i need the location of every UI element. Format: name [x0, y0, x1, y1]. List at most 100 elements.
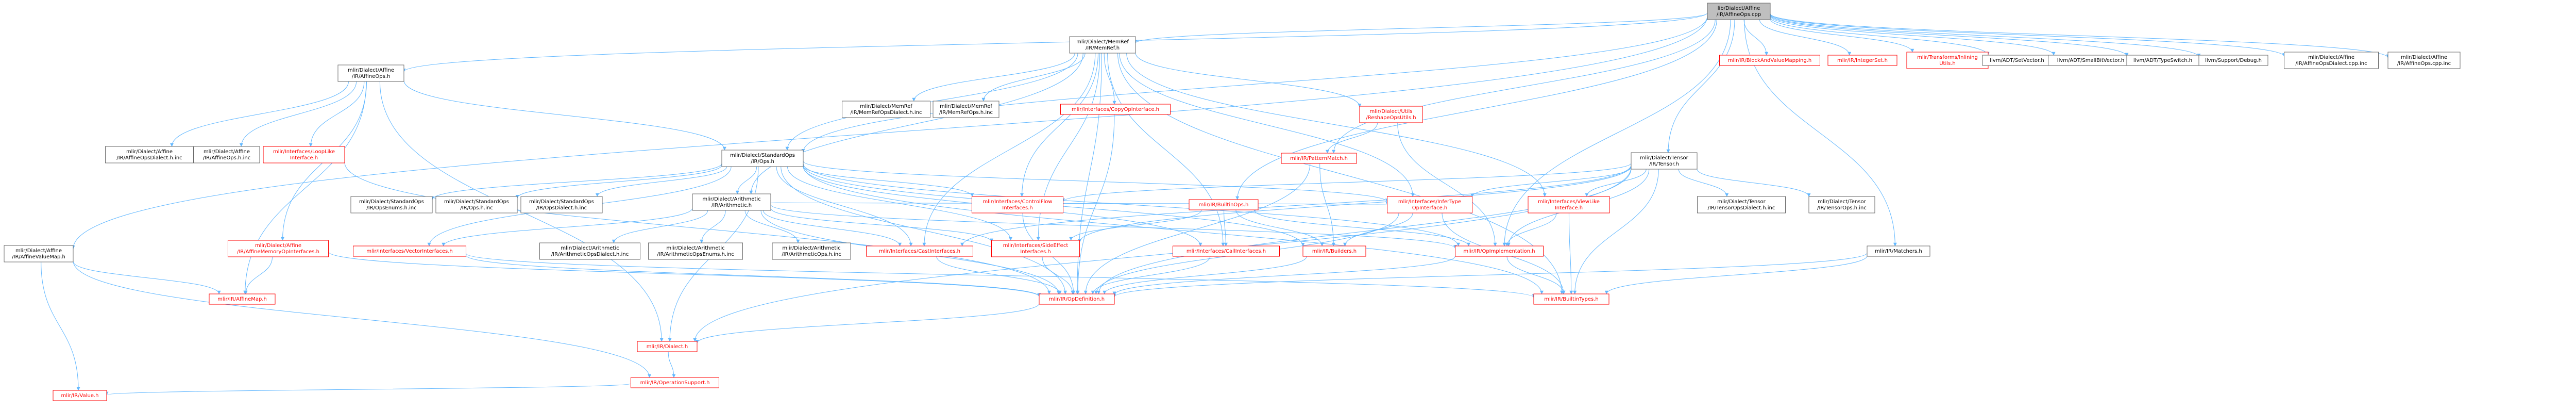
- node-memref-dialect-inc[interactable]: mlir/Dialect/MemRef/IR/MemRefOpsDialect.…: [842, 101, 930, 118]
- node-aff-ops[interactable]: mlir/Dialect/Affine/IR/AffineOps.h: [337, 64, 404, 82]
- node-callif[interactable]: mlir/Interfaces/CallInterfaces.h: [1173, 245, 1280, 257]
- node-bvm[interactable]: mlir/IR/BlockAndValueMapping.h: [1719, 55, 1820, 66]
- node-debug[interactable]: llvm/Support/Debug.h: [2198, 55, 2268, 66]
- edge-arith-to-sideeffect: [770, 208, 993, 242]
- node-affinemap[interactable]: mlir/IR/AffineMap.h: [209, 293, 276, 305]
- node-typeswitch[interactable]: llvm/ADT/TypeSwitch.h: [2126, 55, 2199, 66]
- node-box: [539, 242, 640, 260]
- node-opimpl[interactable]: mlir/IR/OpImplementation.h: [1455, 245, 1544, 257]
- node-label-line: /IR/AffineOps.h: [352, 74, 391, 79]
- node-label-line: mlir/IR/PatternMatch.h: [1290, 156, 1348, 161]
- node-box: [105, 146, 194, 163]
- node-label-line: /IR/AffineMemoryOpInterfaces.h: [237, 249, 319, 255]
- node-label-line: Interfaces.h: [1002, 205, 1033, 211]
- node-intset[interactable]: mlir/IR/IntegerSet.h: [1827, 55, 1897, 66]
- edge-root-to-builtinops: [1235, 19, 1717, 200]
- node-arith-ops-inc[interactable]: mlir/Dialect/Arithmetic/IR/ArithmeticOps…: [772, 242, 851, 260]
- node-castif[interactable]: mlir/Interfaces/CastInterfaces.h: [866, 245, 973, 257]
- node-label-line: mlir/IR/Value.h: [61, 393, 98, 399]
- node-builders[interactable]: mlir/IR/Builders.h: [1302, 245, 1366, 257]
- node-label-line: Interface.h: [1555, 205, 1583, 211]
- node-copyop[interactable]: mlir/Interfaces/CopyOpInterface.h: [1060, 104, 1171, 115]
- node-arith-enums[interactable]: mlir/Dialect/Arithmetic/IR/ArithmeticOps…: [648, 242, 743, 260]
- node-std-ops-inc[interactable]: mlir/Dialect/StandardOps/IR/Ops.h.inc: [435, 196, 518, 213]
- node-box: [1069, 36, 1136, 54]
- node-label-line: llvm/ADT/SmallBitVector.h: [2057, 58, 2124, 63]
- edge-root-to-inlining: [1770, 19, 1914, 53]
- node-matchers[interactable]: mlir/IR/Matchers.h: [1867, 245, 1930, 257]
- node-std-ops[interactable]: mlir/Dialect/StandardOps/IR/Ops.h: [721, 150, 804, 167]
- node-box: [53, 390, 107, 401]
- node-label-line: /IR/Tensor.h: [1649, 161, 1679, 167]
- node-opsupport[interactable]: mlir/IR/OperationSupport.h: [631, 377, 719, 388]
- node-box: [1707, 3, 1771, 20]
- node-label-line: Utils.h: [1939, 61, 1956, 67]
- edge-root-to-memref: [1133, 12, 1708, 44]
- node-std-dialect-inc[interactable]: mlir/Dialect/StandardOps/IR/OpsDialect.h…: [520, 196, 603, 213]
- node-root: lib/Dialect/Affine/IR/AffineOps.cpp: [1707, 3, 1771, 20]
- node-label-line: llvm/Support/Debug.h: [2205, 58, 2262, 63]
- node-box: [637, 341, 698, 352]
- node-opdef[interactable]: mlir/IR/OpDefinition.h: [1039, 293, 1115, 305]
- edge-root-to-std-ops: [801, 16, 1708, 153]
- edge-std-ops-to-sideeffect: [787, 166, 1013, 241]
- node-label-line: mlir/IR/Builders.h: [1312, 249, 1357, 254]
- node-aff-ops-hinc[interactable]: mlir/Dialect/Affine/IR/AffineOps.h.inc: [193, 146, 260, 163]
- edge-reshape-to-patmatch: [1325, 122, 1378, 154]
- node-patmatch[interactable]: mlir/IR/PatternMatch.h: [1281, 153, 1357, 164]
- node-label-line: /IR/AffineOps.h.inc: [203, 155, 250, 161]
- node-dialect[interactable]: mlir/IR/Dialect.h: [637, 341, 698, 352]
- node-box: [1906, 52, 1989, 69]
- node-tensor[interactable]: mlir/Dialect/Tensor/IR/Tensor.h: [1631, 152, 1698, 170]
- node-label-line: /IR/AffineOps.cpp.inc: [2397, 61, 2451, 67]
- node-box: [263, 146, 345, 163]
- node-box: [337, 64, 404, 82]
- node-aff-dialect-inc[interactable]: mlir/Dialect/Affine/IR/AffineOpsDialect.…: [2284, 52, 2379, 69]
- node-value[interactable]: mlir/IR/Value.h: [53, 390, 107, 401]
- node-sbv[interactable]: llvm/ADT/SmallBitVector.h: [2048, 55, 2133, 66]
- edge-memref-to-memref-ops-inc: [981, 53, 1086, 102]
- node-setvec[interactable]: llvm/ADT/SetVector.h: [1982, 55, 2052, 66]
- edge-aff-vmap-to-value: [41, 261, 80, 391]
- edge-root-to-aff-dialect-inc: [1770, 13, 2286, 57]
- node-box: [1387, 196, 1472, 213]
- node-box: [353, 245, 466, 257]
- node-vecif[interactable]: mlir/Interfaces/VectorInterfaces.h: [353, 245, 466, 257]
- node-label-line: /IR/TensorOps.h.inc: [1817, 205, 1867, 211]
- node-label-line: /IR/Arithmetic.h: [711, 203, 752, 208]
- node-label-line: /IR/MemRefOps.h.inc: [939, 110, 993, 116]
- edge-memref-to-reshape: [1135, 53, 1362, 107]
- node-box: [1827, 55, 1897, 66]
- node-arith-dialect-inc[interactable]: mlir/Dialect/Arithmetic/IR/ArithmeticOps…: [539, 242, 640, 260]
- node-aff-opsdialect-hinc[interactable]: mlir/Dialect/Affine/IR/AffineOpsDialect.…: [105, 146, 194, 163]
- edge-std-ops-to-infertype: [803, 161, 1389, 202]
- node-memref[interactable]: mlir/Dialect/MemRef/IR/MemRef.h: [1069, 36, 1136, 54]
- node-builtintypes[interactable]: mlir/IR/BuiltinTypes.h: [1533, 293, 1609, 305]
- node-tensor-ops-inc[interactable]: mlir/Dialect/Tensor/IR/TensorOps.h.inc: [1808, 196, 1875, 213]
- node-builtinops[interactable]: mlir/IR/BuiltinOps.h: [1189, 199, 1259, 210]
- edge-std-ops-to-arith: [735, 166, 757, 194]
- node-aff-vmap[interactable]: mlir/Dialect/Affine/IR/AffineValueMap.h: [4, 245, 74, 262]
- node-aff-ops-cpp-inc[interactable]: mlir/Dialect/Affine/IR/AffineOps.cpp.inc: [2387, 52, 2461, 69]
- edge-arith-to-infertype: [770, 201, 1387, 205]
- node-arith[interactable]: mlir/Dialect/Arithmetic/IR/Arithmetic.h: [692, 193, 771, 211]
- node-label-line: mlir/Interfaces/CastInterfaces.h: [879, 249, 960, 254]
- edge-root-to-bvm: [1743, 19, 1769, 56]
- node-std-enums[interactable]: mlir/Dialect/StandardOps/IR/OpsEnums.h.i…: [350, 196, 433, 213]
- edge-arith-to-arith-enums: [700, 210, 726, 243]
- edge-memref-to-memref-dialect-inc: [912, 53, 1075, 102]
- edge-tensor-to-viewlike: [1585, 169, 1647, 197]
- node-reshape[interactable]: mlir/Dialect/Utils/ReshapeOpsUtils.h: [1359, 106, 1423, 123]
- node-aff-memiface[interactable]: mlir/Dialect/Affine/IR/AffineMemoryOpInt…: [228, 240, 329, 257]
- node-tensor-dialect-inc[interactable]: mlir/Dialect/Tensor/IR/TensorOpsDialect.…: [1697, 196, 1786, 213]
- node-label-line: mlir/Dialect/MemRef: [860, 104, 912, 109]
- edge-aff-ops-to-aff-ops-hinc: [239, 81, 357, 147]
- edge-root-to-sbv: [1770, 15, 2056, 56]
- node-memref-ops-inc[interactable]: mlir/Dialect/MemRef/IR/MemRefOps.h.inc: [933, 101, 999, 118]
